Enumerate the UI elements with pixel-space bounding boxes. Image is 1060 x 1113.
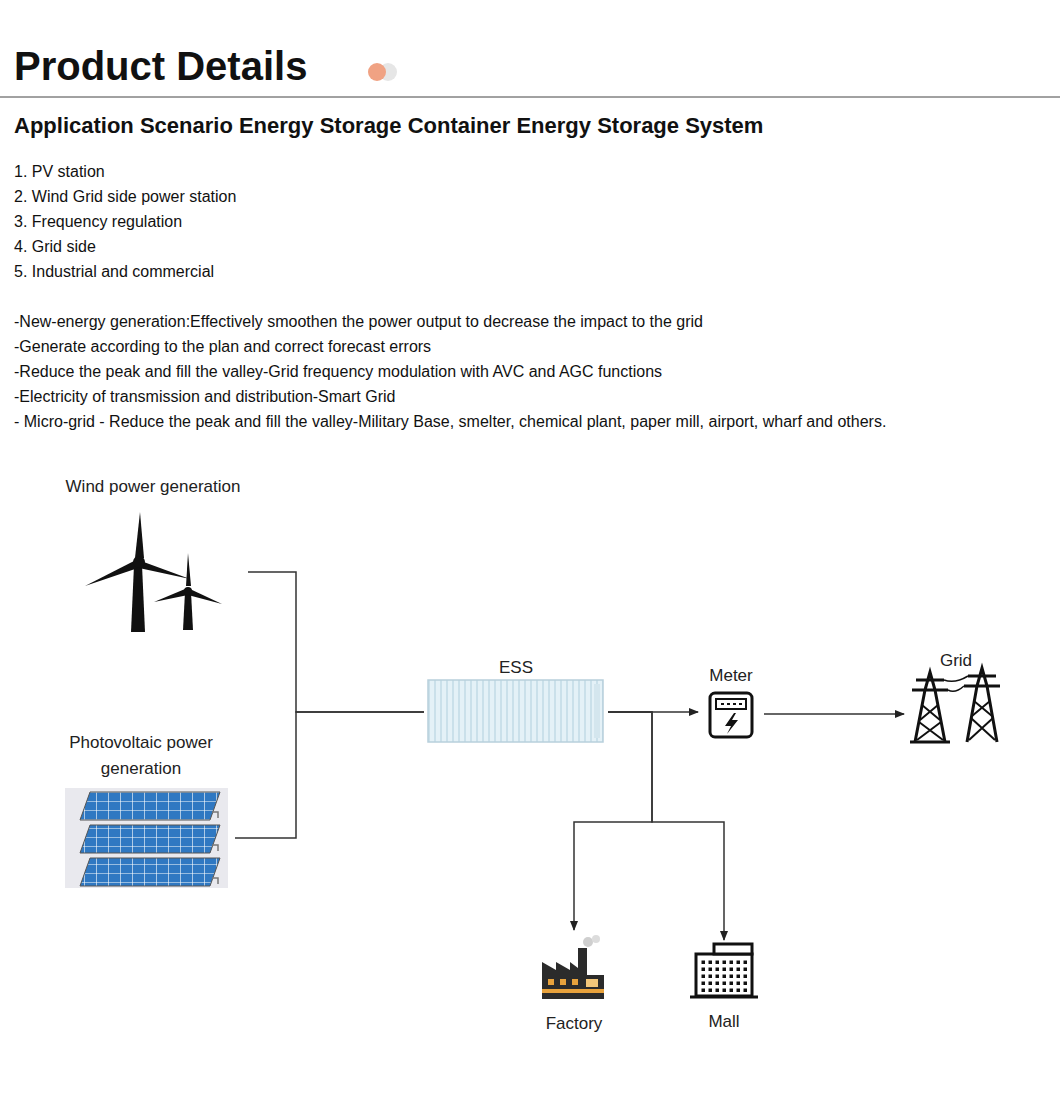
pylon-icon-part-part (964, 668, 1000, 742)
list-item: -New-energy generation:Effectively smoot… (14, 313, 703, 331)
factory-node: Factory (530, 930, 618, 1036)
list-item: 5. Industrial and commercial (14, 263, 214, 281)
wind-turbine-icon-part (186, 553, 191, 586)
node-label: Photovoltaic power generation (50, 730, 232, 781)
mall-icon-part (690, 996, 758, 999)
pylon-icon-part-part (969, 701, 995, 740)
header-rule (0, 97, 1060, 98)
pylon-icon-part-part (912, 672, 948, 742)
wind-turbine-icon-part (139, 561, 190, 579)
node-label: Wind power generation (66, 474, 241, 500)
mall-icon-part (696, 954, 752, 996)
meter-icon-part (725, 713, 738, 734)
pv-panel-icon (65, 788, 228, 888)
pv-panel-icon-part (80, 858, 220, 886)
container-icon-part (428, 680, 603, 742)
pylon-icon-part (944, 676, 968, 691)
factory-icon (542, 935, 604, 999)
factory-icon-part (592, 935, 600, 943)
wind-turbine-icon-part (183, 592, 193, 630)
wind-turbine-icon-part (133, 556, 145, 568)
node-label: Mall (708, 1009, 739, 1035)
pv-panel-icon-part (65, 788, 228, 888)
meter-node: Meter (698, 663, 764, 741)
wind-turbine-icon-part (131, 565, 145, 632)
node-label: ESS (499, 655, 533, 681)
factory-icon-part (542, 975, 604, 999)
list-item: -Electricity of transmission and distrib… (14, 388, 395, 406)
wind-turbine-icon (85, 512, 222, 632)
wind-turbine-icon-part (184, 587, 192, 595)
wind-turbine-icon-part (188, 589, 222, 604)
factory-icon-part (583, 937, 593, 947)
container-icon-part (594, 684, 600, 738)
title-dots (368, 63, 397, 81)
mall-icon (690, 944, 758, 997)
list-item: 2. Wind Grid side power station (14, 188, 236, 206)
wind-turbine-icon-part (85, 561, 138, 586)
node-label: Factory (546, 1011, 603, 1037)
connector (248, 572, 424, 712)
meter-icon-part (710, 693, 752, 737)
ess-node: ESS (424, 655, 608, 745)
wind-node: Wind power generation (58, 474, 248, 638)
list-item: 4. Grid side (14, 238, 96, 256)
meter-icon (710, 693, 752, 737)
pylon-icon-part-part (910, 741, 950, 744)
list-item: -Generate according to the plan and corr… (14, 338, 431, 356)
connector (235, 712, 424, 838)
grid-node: Grid (904, 648, 1008, 746)
pv-node: Photovoltaic power generation (47, 730, 235, 890)
mall-node: Mall (684, 940, 764, 1034)
factory-icon-part (560, 979, 566, 985)
factory-icon-part (542, 962, 578, 975)
node-label: Grid (940, 648, 972, 674)
pylon-icon (910, 668, 1000, 742)
factory-icon-part (578, 948, 587, 976)
subtitle: Application Scenario Energy Storage Cont… (14, 113, 763, 138)
list-item: - Micro-grid - Reduce the peak and fill … (14, 413, 886, 431)
wind-turbine-icon-part (135, 512, 144, 558)
node-label: Meter (709, 663, 752, 689)
connector (608, 712, 724, 940)
title-dots-part (368, 63, 386, 81)
mall-icon-part (701, 958, 747, 993)
page-title: Product Details (14, 46, 307, 86)
pv-panel-icon-part (80, 792, 220, 820)
meter-icon-part (716, 699, 746, 709)
factory-icon-part (572, 979, 578, 985)
factory-icon-part (586, 979, 598, 987)
factory-icon-part (548, 979, 554, 985)
list-item: 1. PV station (14, 163, 105, 181)
pylon-icon-part-part (917, 705, 943, 740)
wind-turbine-icon-part (154, 589, 188, 602)
list-item: 3. Frequency regulation (14, 213, 182, 231)
pylon-icon-part (910, 672, 950, 742)
container-icon (428, 680, 603, 742)
mall-icon-part (714, 944, 752, 954)
pylon-icon-part (964, 668, 1000, 742)
list-item: -Reduce the peak and fill the valley-Gri… (14, 363, 662, 381)
factory-icon-part (542, 989, 604, 993)
connector (764, 713, 904, 715)
meter-icon-part (721, 703, 742, 705)
pv-panel-icon-part (80, 825, 220, 853)
connector (574, 712, 652, 930)
pv-panel-icon-part (212, 812, 218, 884)
